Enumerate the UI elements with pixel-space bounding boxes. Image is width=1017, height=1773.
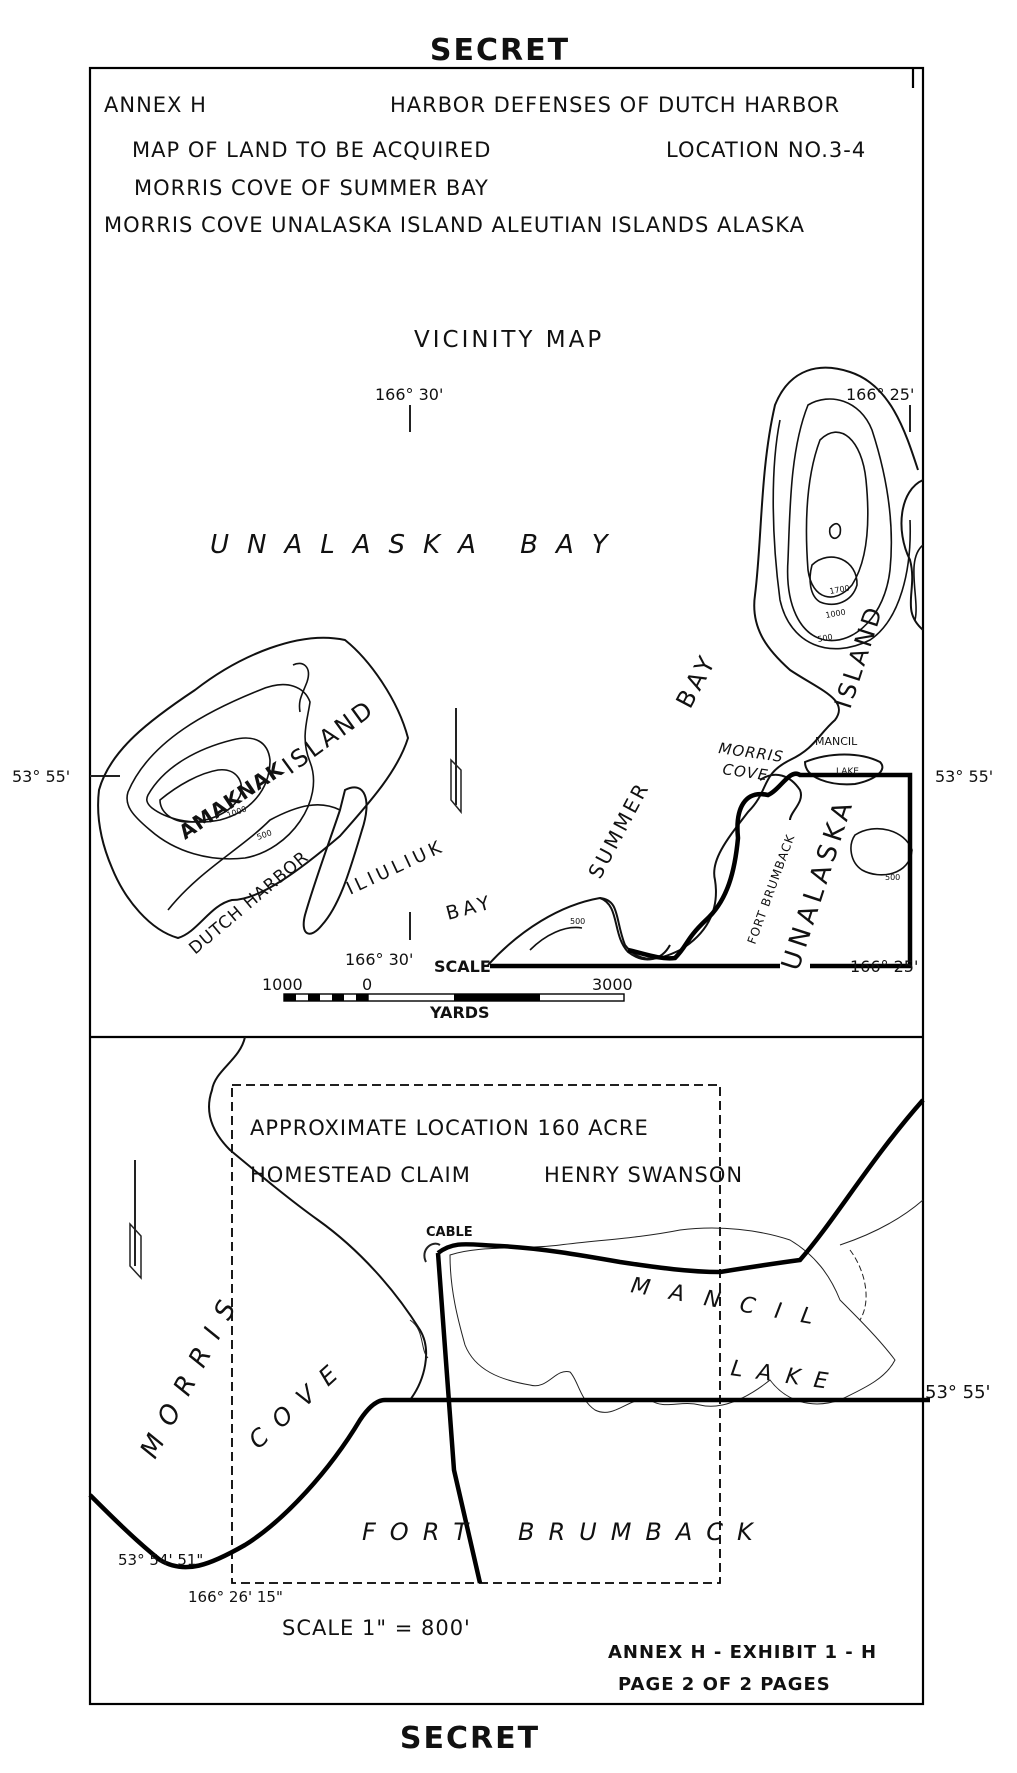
contour-500-summer: 500 xyxy=(570,917,585,926)
classification-bottom: SECRET xyxy=(400,1721,540,1756)
lake-label-vicinity: LAKE xyxy=(836,767,859,777)
shore-inlet-detail xyxy=(409,1319,429,1359)
dutch-harbor-label: DUTCH HARBOR xyxy=(185,847,313,959)
scale-tick-0: 0 xyxy=(362,975,372,994)
iliuliuk-bay-label: BAY xyxy=(444,891,496,925)
north-arrow-vicinity xyxy=(450,708,462,815)
document-title: HARBOR DEFENSES OF DUTCH HARBOR xyxy=(390,93,840,117)
morris-cove-shoreline xyxy=(208,1036,428,1401)
cove-label: COVE xyxy=(243,1351,353,1454)
amaknak-label: AMAKNAK xyxy=(174,756,288,844)
scale-tick-3000: 3000 xyxy=(592,975,633,994)
cable-label: CABLE xyxy=(426,1225,473,1240)
claim-line-1: APPROXIMATE LOCATION 160 ACRE xyxy=(250,1116,649,1140)
sheet-frame xyxy=(88,66,925,1706)
scale-units: YARDS xyxy=(429,1003,490,1022)
cable-marker xyxy=(423,1242,441,1263)
detail-lat-label: 53° 55' xyxy=(925,1382,990,1403)
morris-cove-shore xyxy=(759,773,802,821)
vicinity-lat-west: 53° 55' xyxy=(12,767,70,786)
morris-cove-label-2: COVE xyxy=(721,760,769,784)
vicinity-lon-west: 166° 30' xyxy=(375,385,443,404)
homestead-claim-boundary xyxy=(231,1084,721,1584)
vicinity-lon-east: 166° 25' xyxy=(846,385,914,404)
vicinity-map-title: VICINITY MAP xyxy=(414,327,604,353)
exhibit-label: ANNEX H - EXHIBIT 1 - H xyxy=(608,1642,877,1663)
amaknak-island-label: ISLAND xyxy=(277,694,380,780)
scale-tick-1000: 1000 xyxy=(262,975,303,994)
east-lake-vicinity xyxy=(850,827,913,876)
annex-label: ANNEX H xyxy=(104,93,207,117)
contour-1000-unalaska: 1000 xyxy=(825,608,847,620)
claim-line-2b: HENRY SWANSON xyxy=(544,1163,743,1187)
island-label: ISLAND xyxy=(829,601,889,712)
summer-bay-contour xyxy=(529,926,583,951)
summer-label: SUMMER xyxy=(583,777,654,882)
contour-500-unalaska: 500 xyxy=(817,632,834,644)
classification-top: SECRET xyxy=(430,33,570,68)
detail-scale-label: SCALE 1" = 800' xyxy=(282,1616,471,1640)
stream-detail xyxy=(839,1199,924,1246)
subtitle-line-2: MORRIS COVE OF SUMMER BAY xyxy=(134,176,489,200)
unalaska-bay-label: UNALASKA BAY xyxy=(210,530,626,560)
location-number: LOCATION NO.3-4 xyxy=(666,138,866,162)
reservation-boundary-vicinity xyxy=(490,771,913,969)
amaknak-island xyxy=(97,636,410,940)
contour-500-east: 500 xyxy=(885,873,900,882)
north-arrow-detail xyxy=(129,1160,142,1280)
contour-1700: 1700 xyxy=(829,584,851,596)
fort-label: FORT xyxy=(362,1518,482,1546)
unalaska-label: UNALASKA xyxy=(776,794,860,974)
subtitle-line-3: MORRIS COVE UNALASKA ISLAND ALEUTIAN ISL… xyxy=(104,213,805,237)
corner-lon-label: 166° 26' 15" xyxy=(188,1588,283,1606)
unalaska-island-vicinity xyxy=(487,366,924,966)
corner-lat-label: 53° 54' 51" xyxy=(118,1551,203,1569)
north-boundary-detail xyxy=(436,1098,925,1275)
lake-label: LAKE xyxy=(729,1356,843,1396)
mancil-label-vicinity: MANCIL xyxy=(815,735,858,748)
page-count-label: PAGE 2 OF 2 PAGES xyxy=(618,1674,831,1695)
reservation-boundary-detail xyxy=(88,1397,930,1570)
stream-detail-2 xyxy=(849,1249,867,1321)
map-title: MAP OF LAND TO BE ACQUIRED xyxy=(132,138,491,162)
vicinity-lon-west-bottom: 166° 30' xyxy=(345,950,413,969)
vicinity-scale-bar xyxy=(283,993,625,1002)
mancil-label: MANCIL xyxy=(629,1273,835,1333)
dutch-harbor-spit xyxy=(302,786,368,935)
brumback-label: BRUMBACK xyxy=(518,1518,767,1546)
vicinity-scale-label: SCALE xyxy=(434,957,491,976)
vicinity-lon-east-bottom: 166° 25' xyxy=(850,957,918,976)
claim-line-2a: HOMESTEAD CLAIM xyxy=(250,1163,471,1187)
iliuliuk-label: ILIULIUK xyxy=(343,836,448,900)
vicinity-lat-east: 53° 55' xyxy=(935,767,993,786)
summer-bay-label: BAY xyxy=(671,649,723,713)
cable-line xyxy=(435,1252,483,1584)
